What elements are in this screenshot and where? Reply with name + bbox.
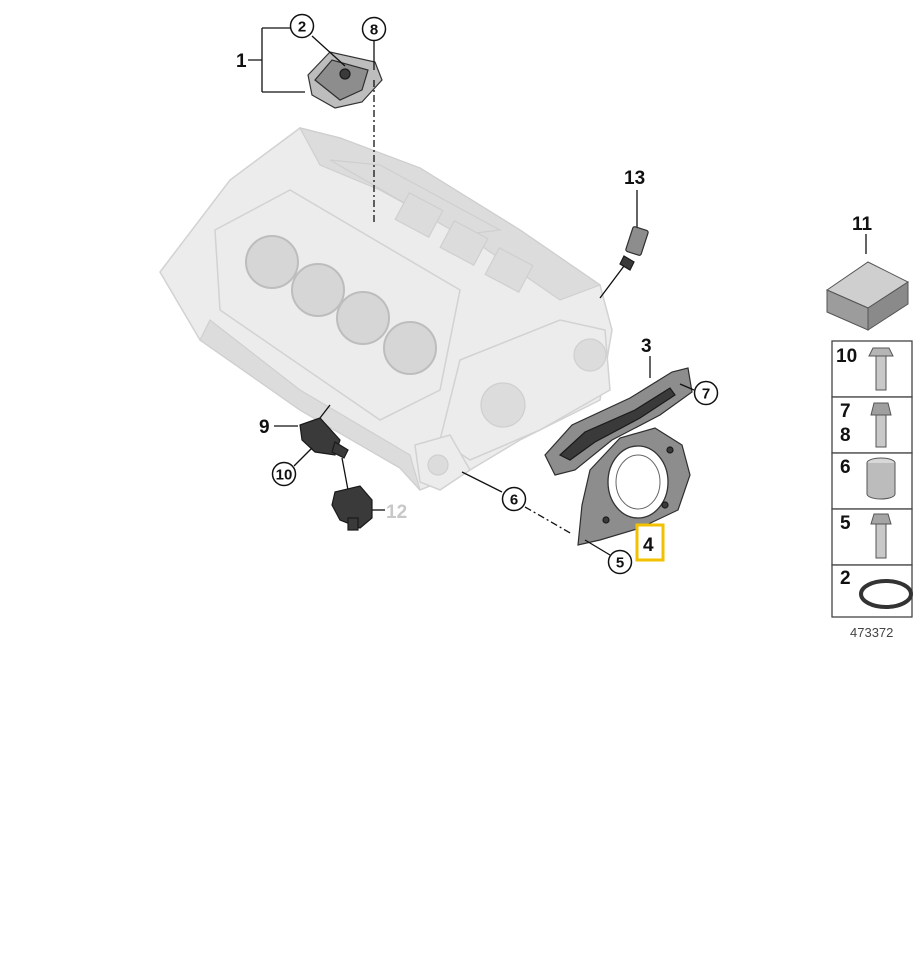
panel-label-10: 10: [836, 346, 857, 367]
bolt-icon: [868, 347, 894, 391]
callout-4-highlight[interactable]: [635, 523, 665, 562]
sleeve-icon: [866, 457, 896, 500]
callout-11: 11: [852, 214, 873, 235]
panel-cell: [831, 564, 913, 618]
cylinder-bore: [336, 291, 390, 345]
panel-label-6: 6: [840, 457, 851, 478]
callout-4: 4: [643, 535, 654, 556]
cover-assembly: [307, 51, 383, 109]
callout-6: 6: [510, 492, 518, 509]
callout-6-circle: [501, 486, 527, 512]
callout-8-circle: [361, 16, 387, 42]
panel-cell: [831, 508, 913, 566]
callout-13: 13: [624, 168, 645, 189]
callout-10: 10: [276, 467, 293, 484]
side-parts-panel: 10 7 8 6 5 2: [831, 340, 913, 618]
cylinder-bore: [291, 263, 345, 317]
callout-5: 5: [616, 555, 624, 572]
seal-cover-4: [577, 427, 691, 546]
sensor-9: [299, 404, 349, 491]
panel-label-5: 5: [840, 513, 851, 534]
callout-9: 9: [259, 417, 270, 438]
diagram-reference: 473372: [850, 625, 893, 640]
o-ring-icon: [859, 579, 913, 609]
callout-3: 3: [641, 336, 652, 357]
callout-12: 12: [386, 502, 407, 523]
cylinder-bore: [383, 321, 437, 375]
panel-label-7: 7: [840, 401, 851, 422]
callout-10-circle: [271, 461, 297, 487]
callout-5-circle: [607, 549, 633, 575]
bolt-icon: [870, 513, 892, 559]
gasket-3: [544, 367, 693, 476]
callout-2-circle: [289, 13, 315, 39]
engine-block: [159, 127, 613, 491]
callout-7: 7: [702, 386, 710, 403]
cylinder-bore: [245, 235, 299, 289]
sensor-12: [331, 485, 385, 531]
callout-8: 8: [370, 22, 378, 39]
callout-2: 2: [298, 19, 306, 36]
stud-bolt-icon: [870, 402, 892, 448]
sensor-13: [599, 190, 649, 299]
panel-label-2: 2: [840, 568, 851, 589]
callout-7-circle: [693, 380, 719, 406]
callout-1: 1: [236, 51, 247, 72]
kit-box-11: [825, 261, 910, 331]
panel-label-8: 8: [840, 425, 851, 446]
